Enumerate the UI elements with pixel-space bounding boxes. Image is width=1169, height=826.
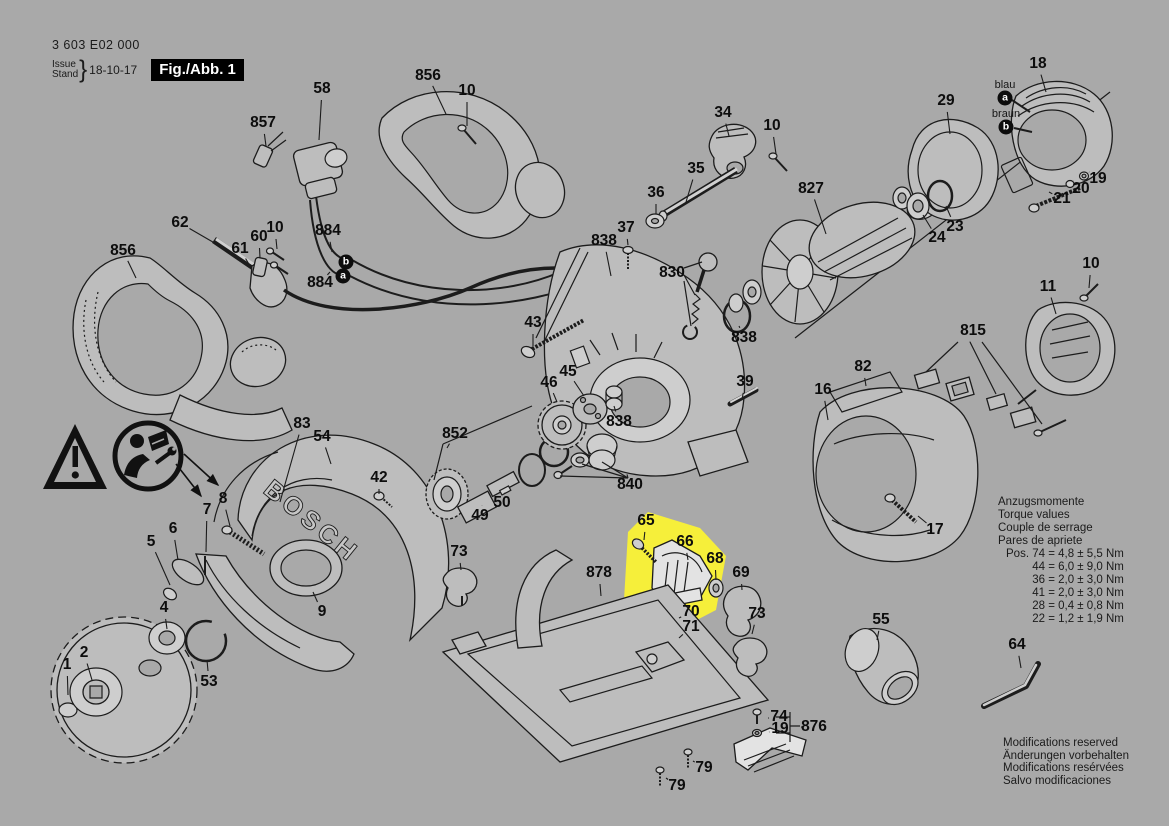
warning-triangle-icon (43, 424, 107, 489)
motor-cover (906, 118, 999, 221)
bearing-cap (1017, 283, 1116, 405)
switch (292, 141, 348, 200)
power-cord-assembly (212, 237, 557, 312)
issue-stand-labels: Issue Stand (52, 60, 78, 80)
title-block: 3 603 E02 000 Issue Stand } 18-10-17 Fig… (52, 38, 244, 84)
guard-ring (269, 539, 343, 597)
field-housing (812, 371, 979, 563)
stand-label: Stand (52, 69, 79, 80)
connector (252, 131, 287, 168)
pendulum-guard (195, 553, 355, 672)
read-manual-icon (112, 420, 184, 492)
dust-extraction-elbow (844, 627, 919, 706)
handle-half-top (378, 90, 566, 239)
issue-date: 18-10-17 (89, 63, 138, 77)
riving-knife-assembly (655, 708, 807, 786)
carbon-brush-set (913, 341, 1067, 437)
highlighted-part-group (624, 512, 762, 646)
clamping-flange (69, 667, 123, 717)
brace-glyph: } (79, 55, 88, 84)
inner-flange (148, 621, 186, 655)
figure-label: Fig./Abb. 1 (151, 59, 244, 81)
handle-half-left (72, 255, 293, 442)
depth-lever-assembly (645, 123, 788, 229)
motor-end-housing (1000, 80, 1113, 213)
lever-small-parts (162, 491, 393, 601)
gear-train (425, 318, 629, 524)
clamping-knobs (442, 567, 768, 677)
issue-label: Issue (52, 59, 76, 70)
base-plate (441, 549, 770, 763)
leader-lines (66, 74, 1091, 780)
document-number: 3 603 E02 000 (52, 38, 140, 52)
pointer-arrows (175, 453, 220, 498)
allen-key (981, 661, 1041, 709)
retaining-ring (184, 619, 228, 663)
